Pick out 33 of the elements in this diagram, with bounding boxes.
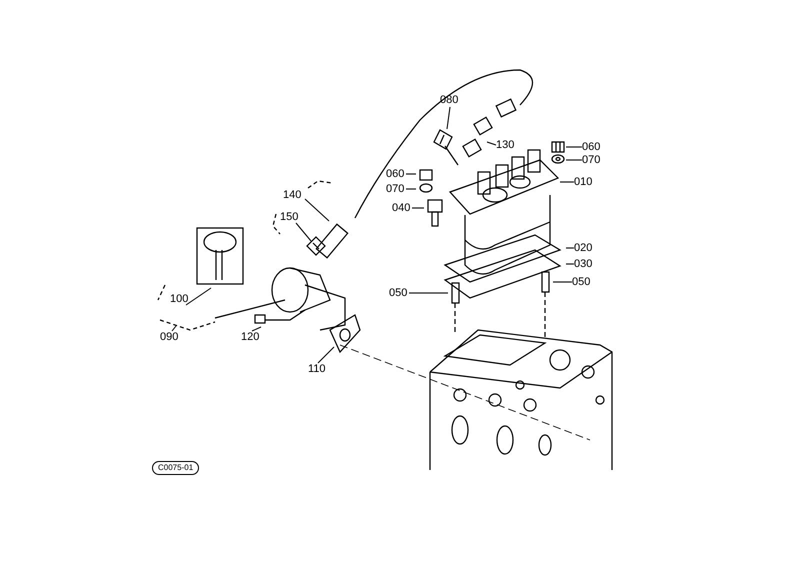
callout-number: 100 (170, 293, 190, 305)
callout-number: 120 (241, 331, 261, 343)
callout-number: 040 (392, 202, 412, 214)
callout-number: 020 (574, 242, 594, 254)
callout-number: 050 (572, 276, 592, 288)
callout-number: 110 (308, 363, 328, 375)
leader-line (186, 288, 212, 306)
leader-line (446, 106, 450, 130)
leader-line (172, 326, 176, 332)
nut-drawing (551, 141, 565, 153)
callout-number: 130 (496, 139, 516, 151)
leader-line (566, 146, 582, 148)
callout-number: 060 (582, 141, 602, 153)
bushing-drawing (306, 236, 326, 256)
leader-line (252, 326, 262, 332)
leader-line (296, 222, 312, 242)
callout-number: 010 (574, 176, 594, 188)
leader-line (486, 142, 496, 146)
leader-line (408, 292, 448, 294)
leader-line (318, 346, 334, 364)
callout-number: 070 (386, 183, 406, 195)
fitting-drawing (433, 129, 453, 150)
drawing-code: C0075-01 (152, 461, 200, 475)
washer-drawing (551, 154, 565, 164)
callout-number: 150 (280, 211, 300, 223)
callout-number: 030 (574, 258, 594, 270)
callout-number: 060 (386, 168, 406, 180)
callout-number: 090 (160, 331, 180, 343)
callout-number: 070 (582, 154, 602, 166)
callout-number: 140 (283, 189, 303, 201)
leader-line (304, 198, 330, 222)
callout-number: 050 (389, 287, 409, 299)
leader-line (406, 188, 416, 190)
